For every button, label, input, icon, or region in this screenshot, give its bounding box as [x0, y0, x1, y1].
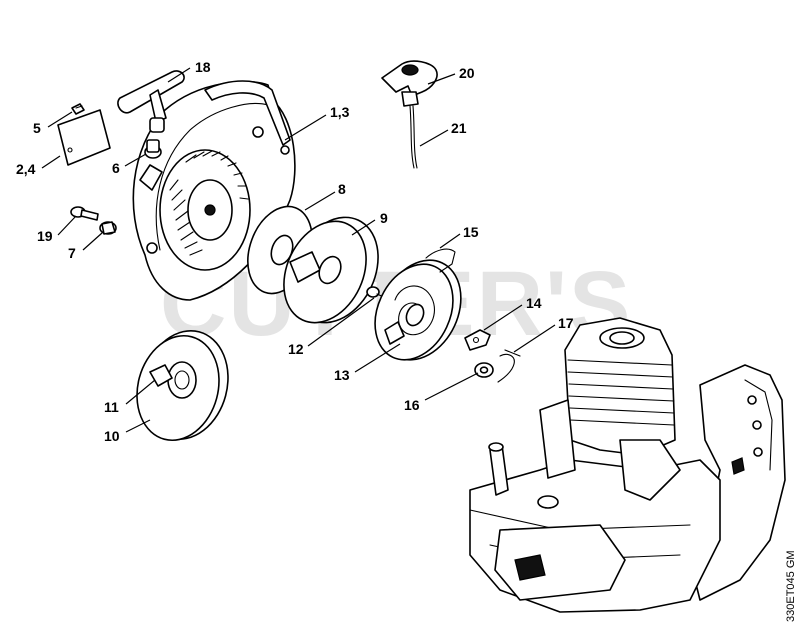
rope-guide-bush: [144, 139, 162, 159]
screw-19: [70, 206, 99, 221]
callouts: 18 5 2,4 6 1,3 20 21 8 19 7 9 15 14 17 1…: [16, 59, 574, 444]
callout-6: 6: [112, 160, 120, 176]
callout-8: 8: [338, 181, 346, 197]
grip-cap-20: [381, 60, 438, 107]
callout-5: 5: [33, 120, 41, 136]
callout-14: 14: [526, 295, 542, 311]
callout-13: 13: [334, 367, 350, 383]
callout-18: 18: [195, 59, 211, 75]
fan-wheel: [136, 329, 229, 442]
washer-16: [474, 362, 494, 378]
engine-crankcase: [469, 317, 786, 613]
reference-code: 330ET045 GM: [785, 550, 797, 622]
starter-grip: [117, 70, 185, 133]
callout-12: 12: [288, 341, 304, 357]
cover-plate: [57, 109, 111, 166]
callout-2-4: 2,4: [16, 161, 36, 177]
fan-fins: [159, 149, 251, 271]
pawl-11: [149, 364, 173, 387]
pawl: [464, 329, 491, 351]
callout-15: 15: [463, 224, 479, 240]
callout-21: 21: [451, 120, 467, 136]
callout-10: 10: [104, 428, 120, 444]
callout-11: 11: [104, 399, 119, 415]
callout-17: 17: [558, 315, 574, 331]
spring-clip: [497, 349, 521, 383]
rope-21: [409, 105, 418, 169]
callout-19: 19: [37, 228, 53, 244]
callout-9: 9: [380, 210, 388, 226]
plate-screw: [71, 103, 85, 115]
screw-7: [99, 221, 117, 235]
callout-20: 20: [459, 65, 475, 81]
callout-7: 7: [68, 245, 76, 261]
leader-lines: [41, 67, 556, 433]
rewind-spring-tail: [425, 248, 456, 273]
callout-1-3: 1,3: [330, 104, 350, 120]
callout-16: 16: [404, 397, 420, 413]
rewind-spring-housing: [374, 259, 462, 361]
